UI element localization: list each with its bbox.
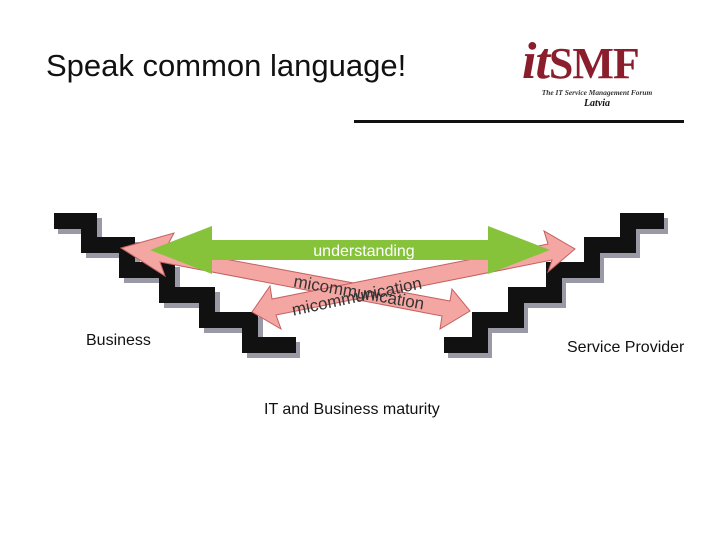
service-provider-label: Service Provider (567, 339, 685, 356)
left-stairs (54, 213, 296, 353)
maturity-label: IT and Business maturity (264, 401, 440, 418)
itsmf-logo: itSMF The IT Service Management Forum La… (522, 33, 672, 109)
understanding-label: understanding (313, 243, 414, 260)
logo-subtitle: The IT Service Management Forum (541, 88, 653, 97)
business-label: Business (86, 332, 151, 349)
header-rule (354, 120, 684, 123)
right-stairs (444, 213, 664, 353)
understanding-arrow (150, 226, 550, 274)
slide-title: Speak common language! (46, 48, 407, 83)
logo-country: Latvia (583, 98, 611, 109)
logo-wordmark: itSMF (522, 33, 640, 90)
